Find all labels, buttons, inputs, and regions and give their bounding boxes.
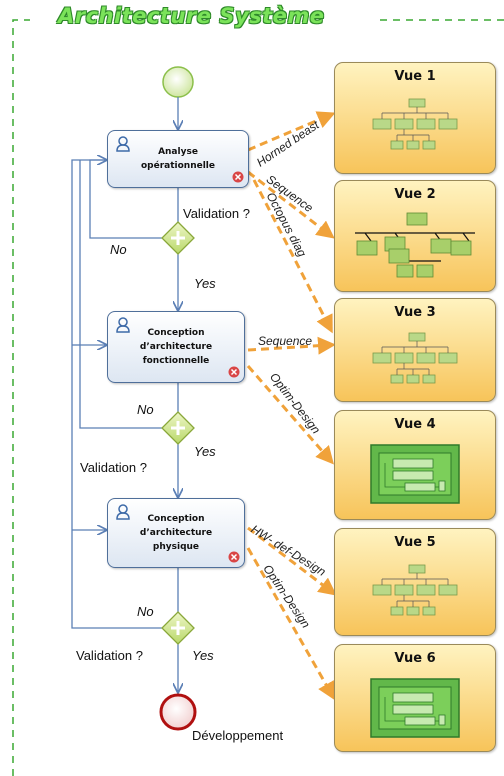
view-title: Vue 1 xyxy=(394,69,436,84)
error-icon xyxy=(232,171,244,183)
end-event[interactable] xyxy=(159,693,197,731)
user-icon xyxy=(116,504,130,520)
task-analyse-operationnelle[interactable]: Analyse opérationnelle xyxy=(107,130,249,188)
view-card-4[interactable]: Vue 4 xyxy=(334,410,496,520)
view-title: Vue 5 xyxy=(394,535,436,550)
view-card-2[interactable]: Vue 2 xyxy=(334,180,496,292)
gateway-2-question: Validation ? xyxy=(80,460,147,475)
gateway-1-question: Validation ? xyxy=(183,206,250,221)
error-icon xyxy=(228,551,240,563)
diagram-title: Architecture Système xyxy=(58,4,325,28)
edge-label-sequence-2: Sequence xyxy=(258,334,313,348)
gateway-2[interactable] xyxy=(161,411,195,445)
tree-diagram-thumbnail xyxy=(372,332,458,384)
gateway-2-yes: Yes xyxy=(194,444,216,459)
view-title: Vue 3 xyxy=(394,305,436,320)
sequence-flows xyxy=(71,97,178,692)
task-label: Conception d’architecture fonctionnelle xyxy=(139,328,213,366)
view-title: Vue 4 xyxy=(394,417,436,432)
gateway-3-no: No xyxy=(137,604,154,619)
view-card-3[interactable]: Vue 3 xyxy=(334,298,496,402)
view-links xyxy=(246,111,337,701)
sequence-diagram-thumbnail xyxy=(355,212,475,278)
task-architecture-physique[interactable]: Conception d’architecture physique xyxy=(107,498,245,568)
gateway-3[interactable] xyxy=(161,611,195,645)
gateway-3-question: Validation ? xyxy=(76,648,143,663)
gateway-1-no: No xyxy=(110,242,127,257)
gateway-1[interactable] xyxy=(161,221,195,255)
tree-diagram-thumbnail xyxy=(372,564,458,616)
view-card-6[interactable]: Vue 6 xyxy=(334,644,496,752)
gateway-3-yes: Yes xyxy=(192,648,214,663)
error-icon xyxy=(228,366,240,378)
user-icon xyxy=(116,317,130,333)
task-label: Analyse opérationnelle xyxy=(140,147,215,171)
tree-diagram-thumbnail xyxy=(372,98,458,150)
view-title: Vue 6 xyxy=(394,651,436,666)
frame xyxy=(12,19,504,776)
view-card-1[interactable]: Vue 1 xyxy=(334,62,496,174)
view-card-5[interactable]: Vue 5 xyxy=(334,528,496,636)
design-diagram-thumbnail xyxy=(370,678,460,738)
start-event[interactable] xyxy=(162,66,194,98)
task-architecture-fonctionnelle[interactable]: Conception d’architecture fonctionnelle xyxy=(107,311,245,383)
view-title: Vue 2 xyxy=(394,187,436,202)
gateway-1-yes: Yes xyxy=(194,276,216,291)
user-icon xyxy=(116,136,130,152)
design-diagram-thumbnail xyxy=(370,444,460,504)
end-event-label: Développement xyxy=(192,728,284,743)
task-label: Conception d’architecture physique xyxy=(139,514,213,552)
gateway-2-no: No xyxy=(137,402,154,417)
